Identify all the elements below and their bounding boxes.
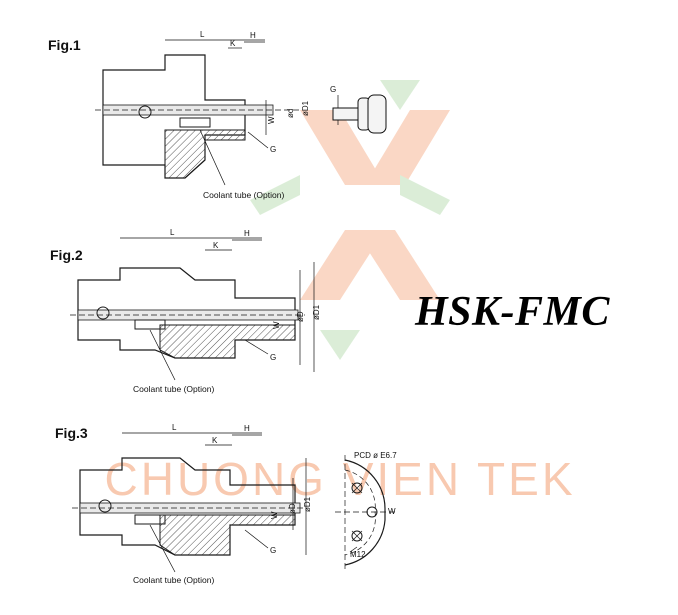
fig3-dim-L: L — [172, 423, 177, 432]
fig3-dim-G: G — [270, 546, 276, 555]
flange-w-label: W — [388, 507, 396, 516]
fig2-dim-H: H — [244, 229, 250, 238]
screw-detail-g-label: G — [330, 85, 336, 94]
figure-1-label: Fig.1 — [48, 37, 81, 53]
figure-2-label: Fig.2 — [50, 247, 83, 263]
fig1-dim-K: K — [230, 39, 236, 48]
fig2-dim-W: W — [272, 321, 281, 329]
brand-title: HSK-FMC — [415, 289, 610, 335]
fig3-dim-D: øD — [288, 503, 297, 514]
figure-3: Fig.3 L K H W øD øD1 G Coolant tube (Opt… — [55, 423, 397, 585]
watermark-text: CHUONG VIEN TEK — [105, 453, 576, 505]
fig1-dim-H: H — [250, 31, 256, 40]
fig2-dim-K: K — [213, 241, 219, 250]
fig3-coolant-tube — [134, 514, 166, 525]
fig2-dim-D: øD — [296, 311, 305, 322]
fig1-coolant-tube — [179, 117, 211, 128]
screw-detail: G — [330, 85, 387, 134]
fig1-dim-G: G — [270, 145, 276, 154]
fig3-hatched-section — [159, 514, 296, 556]
fig3-bolt-circle — [98, 499, 112, 513]
fig3-dim-K: K — [212, 436, 218, 445]
fig1-dim-L: L — [200, 30, 205, 39]
fig1-bolt-circle — [138, 105, 152, 119]
fig1-dim-W: W — [267, 116, 276, 124]
flange-m12-label: M12 — [350, 550, 366, 559]
fig3-dim-W: W — [270, 511, 279, 519]
figure-2: Fig.2 L K H W øD øD1 G Coolant tube (Opt… — [50, 228, 321, 394]
fig3-caption: Coolant tube (Option) — [133, 575, 214, 585]
fig1-dim-d: ød — [286, 109, 295, 118]
flange-pcd-label: PCD ø E6.7 — [354, 451, 397, 460]
fig3-dim-H: H — [244, 424, 250, 433]
figure-1: Fig.1 L K H W ød øD1 G Coolant tube (Opt… — [48, 30, 387, 200]
fig2-bolt-circle — [96, 306, 110, 320]
fig2-dim-L: L — [170, 228, 175, 237]
fig3-dim-D1: øD1 — [303, 496, 312, 512]
fig2-hatched-section — [159, 324, 296, 359]
fig1-hatched-section — [164, 129, 246, 179]
watermark-logo — [250, 80, 450, 360]
fig2-coolant-tube — [134, 319, 166, 330]
fig2-caption: Coolant tube (Option) — [133, 384, 214, 394]
fig2-dim-D1: øD1 — [312, 304, 321, 320]
fig1-dim-D1: øD1 — [301, 100, 310, 116]
fig1-caption: Coolant tube (Option) — [203, 190, 284, 200]
fig2-dim-G: G — [270, 353, 276, 362]
figure-3-label: Fig.3 — [55, 425, 88, 441]
flange-end-view: PCD ø E6.7 M12 W — [335, 451, 397, 570]
